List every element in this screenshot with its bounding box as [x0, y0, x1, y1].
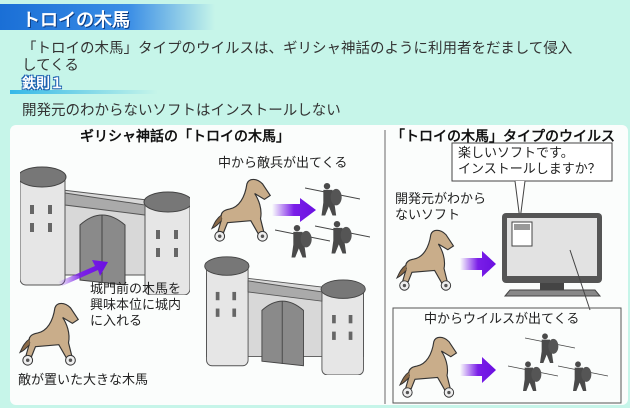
soldier-icon	[508, 360, 558, 392]
rule-text: 開発元のわからないソフトはインストールしない	[22, 103, 341, 119]
castle-wall-illustration	[20, 166, 190, 295]
arrow-icon	[58, 260, 108, 286]
soldier-icon	[275, 224, 330, 258]
software-label-2: ないソフト	[395, 208, 461, 223]
enemy-label: 中から敵兵が出てくる	[218, 156, 348, 171]
dialog-line-1: 楽しいソフトです。	[458, 146, 574, 161]
arrow-icon	[460, 357, 496, 383]
soldier-icon	[525, 332, 575, 364]
intro-line-1: 「トロイの木馬」タイプのウイルスは、ギリシャ神話のように利用者をだまして侵入	[22, 41, 573, 57]
gate-label-3: に入れる	[90, 314, 143, 329]
virus-label: 中からウイルスが出てくる	[424, 312, 580, 327]
rule-underline	[10, 90, 158, 94]
dialog-box	[451, 142, 613, 182]
soldier-icon	[315, 220, 370, 254]
left-panel-title: ギリシャ神話の「トロイの木馬」	[80, 129, 290, 145]
soldier-icon	[558, 360, 608, 392]
rule-label: 鉄則１	[22, 76, 64, 92]
arrow-icon	[460, 251, 496, 277]
gate-label-1: 城門前の木馬を	[90, 282, 182, 297]
horse-label: 敵が置いた大きな木馬	[18, 373, 149, 388]
arrow-icon	[272, 198, 316, 222]
gate-label-2: 興味本位に城内	[90, 298, 182, 313]
wooden-horse-illustration-3	[396, 229, 455, 291]
software-label-1: 開発元がわから	[395, 192, 487, 207]
wooden-horse-illustration-4	[399, 336, 458, 398]
castle-wall-illustration-2	[204, 256, 366, 375]
intro-line-2: してくる	[22, 58, 79, 74]
virus-box	[392, 307, 622, 404]
dialog-line-2: インストールしますか？	[458, 162, 601, 177]
title-bar	[0, 4, 215, 30]
wooden-horse-illustration	[19, 302, 79, 366]
wooden-horse-illustration-2	[211, 178, 271, 242]
right-panel-title: 「トロイの木馬」タイプのウイルス	[391, 129, 615, 145]
page-title: トロイの木馬	[22, 10, 130, 31]
